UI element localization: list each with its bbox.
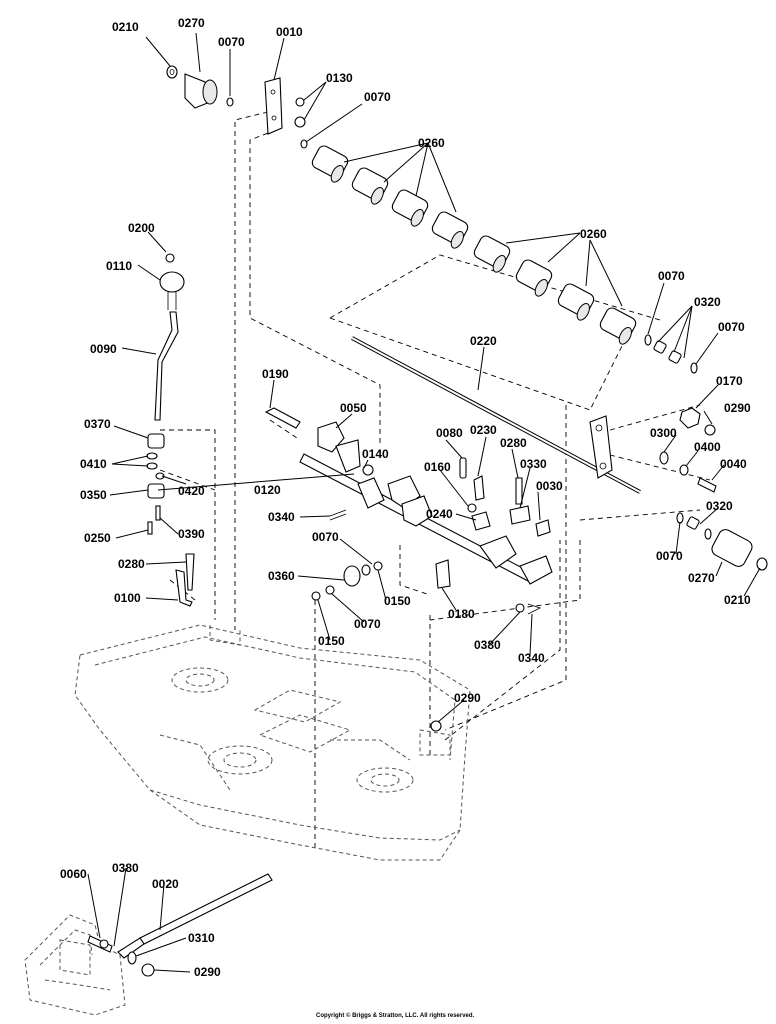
callout-0230: 0230 [470, 423, 497, 437]
callout-0140: 0140 [362, 447, 389, 461]
callout-0170: 0170 [716, 374, 743, 388]
callout-0040: 0040 [720, 457, 747, 471]
assembly-guide-lines [159, 111, 711, 850]
callout-0280-b: 0280 [118, 557, 145, 571]
callout-0190: 0190 [262, 367, 289, 381]
roller-assembly-top [166, 65, 308, 149]
lift-assembly [264, 407, 553, 732]
leader-lines [87, 32, 761, 973]
callout-0130: 0130 [326, 71, 353, 85]
callout-0310: 0310 [188, 931, 215, 945]
callout-0240: 0240 [426, 507, 453, 521]
callout-0340-b: 0340 [518, 651, 545, 665]
callout-0010: 0010 [276, 25, 303, 39]
callout-0290-b: 0290 [454, 691, 481, 705]
callout-0380-a: 0380 [474, 638, 501, 652]
callout-0150-b: 0150 [318, 634, 345, 648]
callout-0070-e: 0070 [312, 530, 339, 544]
callout-0260-b: 0260 [580, 227, 607, 241]
callout-0210-top: 0210 [112, 20, 139, 34]
callout-0330: 0330 [520, 457, 547, 471]
callout-0350: 0350 [80, 488, 107, 502]
callout-0050: 0050 [340, 401, 367, 415]
callout-0420: 0420 [178, 484, 205, 498]
callout-0280-a: 0280 [500, 436, 527, 450]
callout-0260-a: 0260 [418, 136, 445, 150]
callout-0030: 0030 [536, 479, 563, 493]
copyright-notice: Copyright © Briggs & Stratton, LLC. All … [316, 1013, 475, 1019]
callout-0120: 0120 [254, 483, 281, 497]
callout-0070-d: 0070 [718, 320, 745, 334]
roller-set [311, 145, 637, 345]
callout-0200: 0200 [128, 221, 155, 235]
callout-0070-g: 0070 [354, 617, 381, 631]
callout-0290-c: 0290 [194, 965, 221, 979]
spacer-set-top [644, 334, 698, 374]
callout-0070-b: 0070 [364, 90, 391, 104]
callout-0270-top: 0270 [178, 16, 205, 30]
callout-0150-a: 0150 [384, 594, 411, 608]
callout-labels: 0210 0270 0070 0010 0130 0070 0260 0200 … [60, 16, 751, 979]
mower-deck [74, 624, 471, 861]
callout-0370: 0370 [84, 417, 111, 431]
callout-0290-a: 0290 [724, 401, 751, 415]
callout-0080: 0080 [436, 426, 463, 440]
callout-0220: 0220 [470, 334, 497, 348]
callout-0360: 0360 [268, 569, 295, 583]
callout-0090: 0090 [90, 342, 117, 356]
callout-0020: 0020 [152, 877, 179, 891]
callout-0410: 0410 [80, 457, 107, 471]
callout-0210-bottom: 0210 [724, 593, 751, 607]
callout-0070-c: 0070 [658, 269, 685, 283]
callout-0100: 0100 [114, 591, 141, 605]
callout-0390: 0390 [178, 527, 205, 541]
callout-0320-b: 0320 [706, 499, 733, 513]
callout-0270-bottom: 0270 [688, 571, 715, 585]
callout-0340-a: 0340 [268, 510, 295, 524]
long-shaft [351, 336, 641, 494]
callout-0110: 0110 [106, 259, 132, 273]
callout-0380-b: 0380 [112, 861, 139, 875]
callout-0180: 0180 [448, 607, 475, 621]
right-bracket-assembly [589, 407, 768, 571]
callout-0320-a: 0320 [694, 295, 721, 309]
lower-rod-assembly [87, 873, 273, 977]
callout-0160: 0160 [424, 460, 451, 474]
callout-0400: 0400 [694, 440, 721, 454]
callout-0070-f: 0070 [656, 549, 683, 563]
callout-0300: 0300 [650, 426, 677, 440]
frame-section [24, 914, 126, 1016]
callout-0060: 0060 [60, 867, 87, 881]
callout-0070-a: 0070 [218, 35, 245, 49]
callout-0250: 0250 [84, 531, 111, 545]
